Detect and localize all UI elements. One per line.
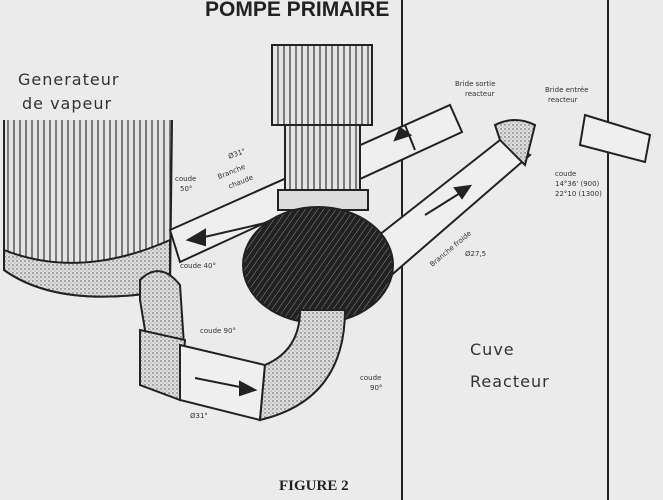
inlet-elbow-label: coude <box>555 170 577 178</box>
figure-caption: FIGURE 2 <box>279 478 349 494</box>
elbow-90-b-angle: 90° <box>370 384 383 392</box>
cold-leg-diameter: Ø27,5 <box>465 250 487 258</box>
vessel-label-2: Reacteur <box>470 372 550 391</box>
sg-elbow-angle: 50° <box>180 185 193 193</box>
outlet-flange-label: Bride sortie <box>455 80 496 88</box>
cold-leg <box>358 119 537 287</box>
crossover-leg <box>139 270 347 422</box>
elbow-90-b-label: coude <box>360 374 382 382</box>
crossover-diameter: Ø31" <box>190 412 208 420</box>
sg-elbow-label: coude <box>175 175 197 183</box>
outlet-flange-label-2: reacteur <box>465 90 495 98</box>
inlet-flange-label: Bride entrée <box>545 86 589 94</box>
vessel-label: Cuve <box>470 340 515 359</box>
figure-title: POMPE PRIMAIRE <box>205 0 390 21</box>
reactor-nozzle <box>578 113 652 164</box>
steam-generator-label: Generateur <box>18 70 120 89</box>
inlet-flange-label-2: reacteur <box>548 96 578 104</box>
elbow-40-label: coude 40° <box>180 262 216 270</box>
elbow-90-label: coude 90° <box>200 327 236 335</box>
reactor-vessel <box>401 0 609 500</box>
inlet-elbow-angle-2: 22°10 (1300) <box>555 190 602 198</box>
steam-generator <box>3 119 173 298</box>
steam-generator-label-2: de vapeur <box>22 94 113 113</box>
pump-motor <box>242 44 394 324</box>
inlet-elbow-angle-1: 14°36' (900) <box>555 180 600 188</box>
